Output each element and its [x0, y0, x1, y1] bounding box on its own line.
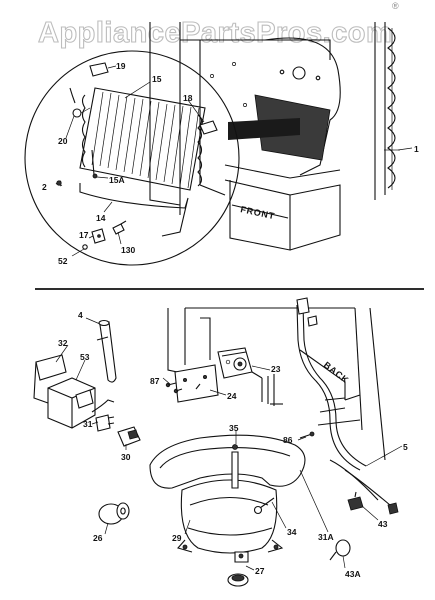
pad-18 — [199, 120, 218, 135]
compressor-29 — [149, 434, 306, 563]
label-26: 26 — [93, 533, 103, 543]
front-label: FRONT — [240, 204, 276, 221]
label-18: 18 — [183, 93, 193, 103]
grommet-26 — [98, 502, 130, 525]
watermark-registered-mark: ® — [392, 1, 399, 11]
back-label: BACK — [322, 360, 351, 386]
label-34: 34 — [287, 527, 297, 537]
plug-31 — [95, 414, 115, 432]
pad-19 — [89, 62, 109, 77]
overload-relay-23 — [217, 347, 263, 379]
label-15: 15 — [152, 74, 162, 84]
cover-32 — [33, 354, 67, 404]
label-32: 32 — [58, 338, 68, 348]
leader-lines — [55, 147, 413, 571]
screw-2 — [56, 180, 62, 186]
watermark-text: AppliancePartsPros.com — [38, 17, 392, 49]
clip-130 — [112, 223, 125, 235]
grommet-27 — [227, 573, 249, 587]
part-52 — [82, 244, 88, 250]
label-2: 2 — [42, 182, 47, 192]
label-1: 1 — [414, 144, 419, 154]
label-43a: 43A — [345, 569, 361, 579]
evaporator-coil — [79, 87, 206, 191]
part-labels: 19 15 18 20 15A 2 14 17 130 52 1 4 32 53… — [42, 61, 419, 579]
label-31: 31 — [83, 419, 93, 429]
label-30: 30 — [121, 452, 131, 462]
part-43 — [347, 491, 364, 511]
label-53: 53 — [80, 352, 90, 362]
label-31a: 31A — [318, 532, 334, 542]
lead-5 — [387, 502, 399, 515]
label-52: 52 — [58, 256, 68, 266]
capacitor-4 — [96, 319, 117, 383]
label-24: 24 — [227, 391, 237, 401]
sensor-20 — [72, 108, 82, 118]
bracket-24 — [174, 364, 219, 403]
label-17: 17 — [79, 230, 89, 240]
label-86: 86 — [283, 435, 293, 445]
label-14: 14 — [96, 213, 106, 223]
label-4: 4 — [78, 310, 83, 320]
screw-86 — [299, 431, 315, 439]
label-35: 35 — [229, 423, 239, 433]
label-19: 19 — [116, 61, 126, 71]
drain-trough-14 — [79, 183, 189, 237]
watermark: AppliancePartsPros.com ® — [37, 1, 399, 50]
label-29: 29 — [172, 533, 182, 543]
label-43: 43 — [378, 519, 388, 529]
condenser-coil — [384, 27, 400, 190]
label-23: 23 — [271, 364, 281, 374]
cabinet-illustration: FRONT — [149, 22, 386, 251]
label-87: 87 — [150, 376, 160, 386]
label-27: 27 — [255, 566, 265, 576]
relay-53 — [47, 377, 115, 429]
label-15a: 15A — [109, 175, 125, 185]
label-20: 20 — [58, 136, 68, 146]
terminal-30 — [117, 426, 141, 447]
evaporator-callout — [24, 50, 240, 266]
screws-87 — [165, 382, 183, 394]
label-130: 130 — [121, 245, 135, 255]
label-5: 5 — [403, 442, 408, 452]
clamp-43a — [329, 539, 351, 561]
